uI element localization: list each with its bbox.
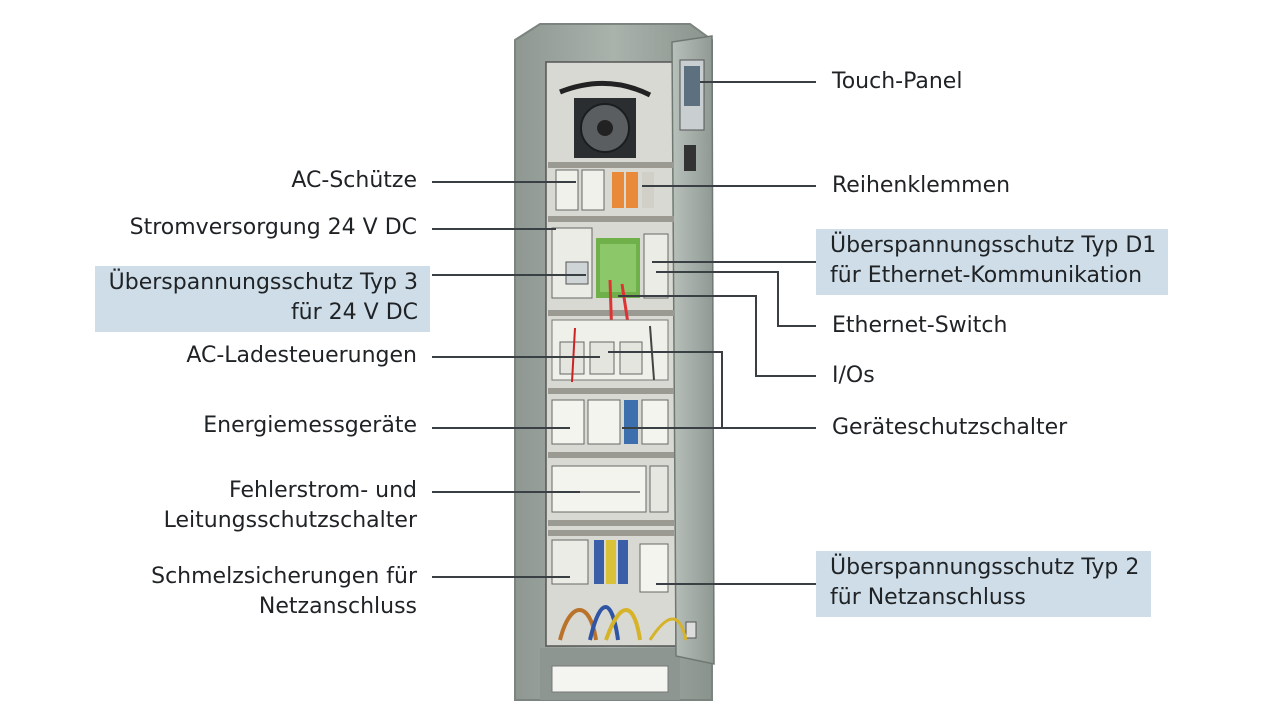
fan-unit bbox=[559, 80, 652, 158]
leader-ethernet-switch bbox=[656, 271, 816, 327]
cabinet-door bbox=[671, 35, 715, 665]
label-ueberspannung-typ2: Überspannungsschutz Typ 2 für Netzanschl… bbox=[816, 551, 1152, 617]
label-ac-schuetze: AC-Schütze bbox=[291, 168, 417, 193]
label-fehlerstrom: Fehlerstrom- und Leitungsschutzschalter bbox=[163, 478, 417, 533]
label-schmelzsicherungen: Schmelzsicherungen für Netzanschluss bbox=[151, 564, 417, 619]
devices bbox=[551, 169, 688, 641]
label-geraeteschutzschalter: Geräteschutzschalter bbox=[832, 415, 1068, 440]
label-ueberspannung-d1: Überspannungsschutz Typ D1 für Ethernet-… bbox=[816, 229, 1169, 295]
leader-ios bbox=[618, 295, 816, 377]
label-ios: I/Os bbox=[832, 363, 875, 388]
label-reihenklemmen: Reihenklemmen bbox=[832, 173, 1011, 198]
label-touch-panel: Touch-Panel bbox=[832, 69, 963, 94]
label-ueberspannung-typ3: Überspannungsschutz Typ 3 für 24 V DC bbox=[94, 266, 430, 332]
label-energiemessgeraete: Energiemessgeräte bbox=[203, 413, 417, 438]
label-ac-ladesteuerungen: AC-Ladesteuerungen bbox=[186, 343, 417, 368]
label-stromversorgung: Stromversorgung 24 V DC bbox=[129, 215, 417, 240]
label-ethernet-switch: Ethernet-Switch bbox=[832, 313, 1008, 338]
leader-lines bbox=[432, 81, 816, 585]
